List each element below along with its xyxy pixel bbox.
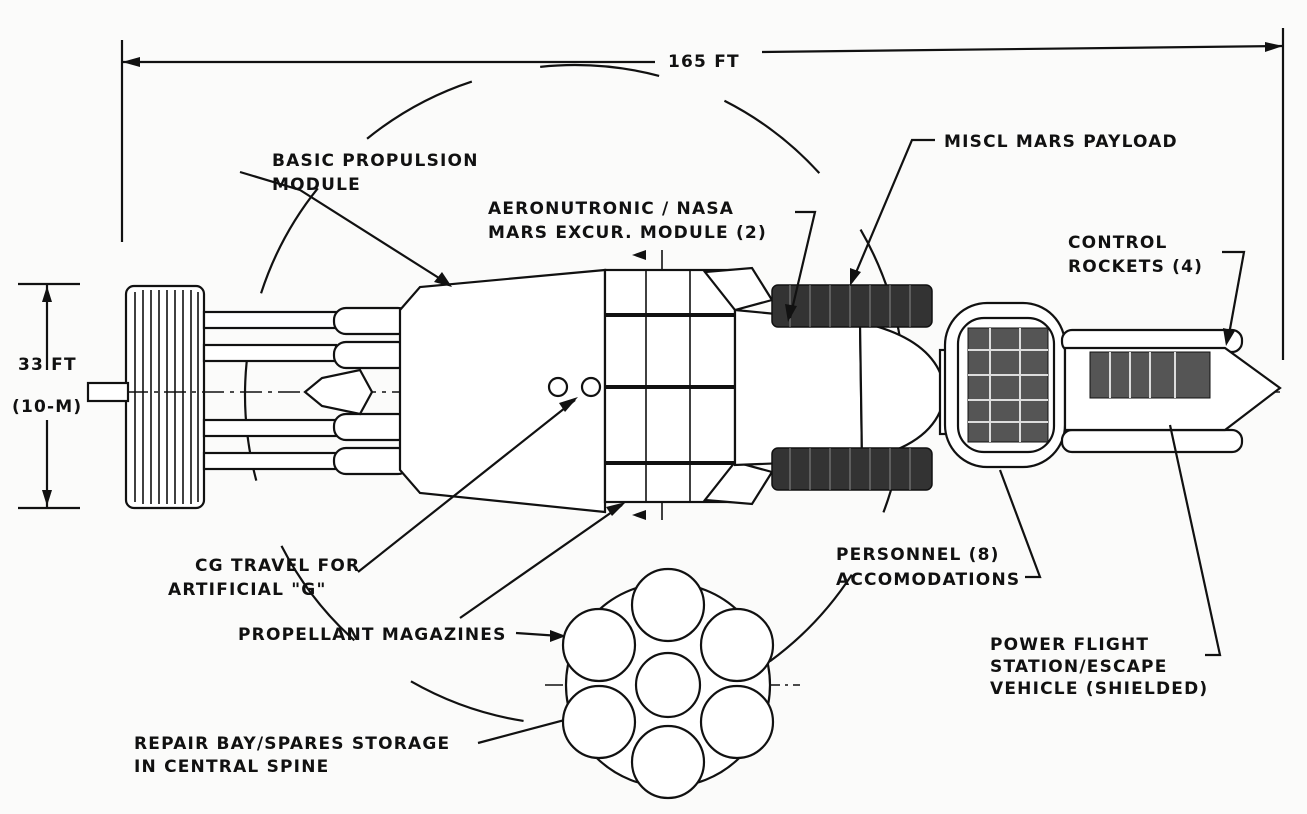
mars-payload [771,284,933,491]
payload-label: MISCL MARS PAYLOAD [944,132,1178,152]
diameter-metric-label: (10-M) [12,397,82,417]
excursion-label-2: MARS EXCUR. MODULE (2) [488,223,767,243]
magazine-end-view [545,567,800,800]
diameter-dimension: 33 FT (10-M) [12,282,82,510]
repair-bay-label-2: IN CENTRAL SPINE [134,757,329,777]
control-rockets-label-1: CONTROL [1068,233,1168,253]
propulsion-module [398,268,607,514]
diameter-label: 33 FT [18,355,77,375]
personnel-accommodations [943,301,1067,469]
flight-station-label-1: POWER FLIGHT [990,635,1149,655]
annotations: BASIC PROPULSION MODULE AERONUTRONIC / N… [134,132,1208,777]
personnel-label-2: ACCOMODATIONS [836,570,1020,590]
flight-station-label-3: VEHICLE (SHIELDED) [990,679,1208,699]
excursion-label-1: AERONUTRONIC / NASA [488,199,734,219]
flight-station-label-2: STATION/ESCAPE [990,657,1168,677]
shock-absorbers [86,306,412,476]
personnel-label-1: PERSONNEL (8) [836,545,1000,565]
basic-propulsion-label-2: MODULE [272,175,361,195]
length-label: 165 FT [668,52,740,72]
flight-station [1060,328,1282,454]
control-rockets-label-2: ROCKETS (4) [1068,257,1203,277]
propellant-magazines-side [603,250,737,520]
repair-bay-label-1: REPAIR BAY/SPARES STORAGE [134,734,450,754]
magazines-label: PROPELLANT MAGAZINES [238,625,507,645]
basic-propulsion-label-1: BASIC PROPULSION [272,151,479,171]
cg-travel-label-1: CG TRAVEL FOR [195,556,360,576]
pusher-plate [124,284,206,510]
cg-travel-label-2: ARTIFICIAL "G" [168,580,327,600]
length-dimension: 165 FT [120,28,1285,360]
